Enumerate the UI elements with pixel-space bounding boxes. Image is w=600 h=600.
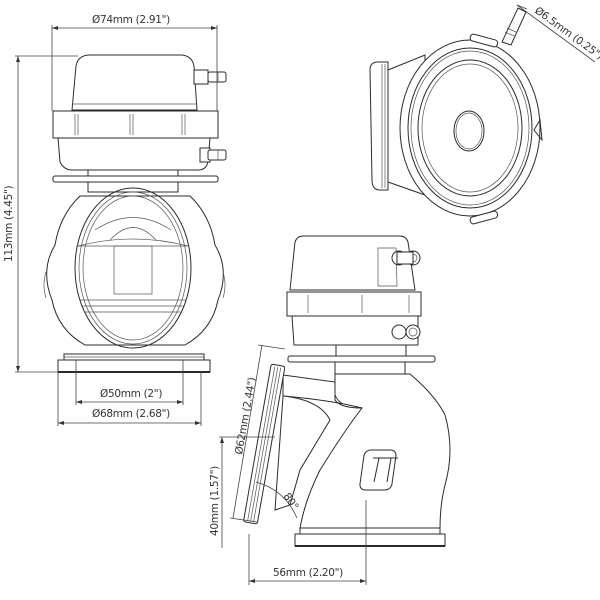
side-actuator-cap [289,235,416,291]
side-upper-port [391,250,421,266]
dim-overall-height: 113mm (4.45") [3,185,15,262]
dim-outlet-offset: 56mm (2.20") [273,567,343,579]
dim-port-diameter: Ø6.5mm (0.25") [532,5,600,62]
side-base-flange [299,527,441,535]
outlet-opening [74,187,192,349]
front-dimensions: Ø74mm (2.91") 113mm (4.45") Ø50mm (2") Ø… [3,14,218,426]
top-dimensions: Ø6.5mm (0.25") [516,4,600,63]
mounting-plate [52,175,219,183]
lower-housing [57,137,211,171]
upper-port [193,69,227,85]
clamp-ring [52,110,219,139]
dim-inlet-outer: Ø68mm (2.68") [92,408,170,420]
outlet-flange-top [369,61,389,191]
dim-diaphragm-diameter: Ø74mm (2.91") [92,14,170,26]
valve-internals [77,217,189,313]
side-view [243,235,451,547]
dim-outlet-height: 40mm (1.57") [209,466,221,536]
front-view [43,54,227,373]
dim-outlet-flange: Ø62mm (2.44") [233,376,258,455]
side-clamp-ring [286,291,422,317]
port-tube-top [501,7,527,46]
side-lower-port [391,324,421,340]
brand-logo [359,449,398,491]
actuator-cap [71,54,198,111]
side-outlet-flange [243,363,286,525]
lower-port [199,147,227,163]
actuator-disc [399,39,541,217]
center-boss [453,110,485,152]
top-view [369,7,543,225]
dim-inlet-inner: Ø50mm (2") [100,388,162,400]
valve-body [46,195,224,346]
